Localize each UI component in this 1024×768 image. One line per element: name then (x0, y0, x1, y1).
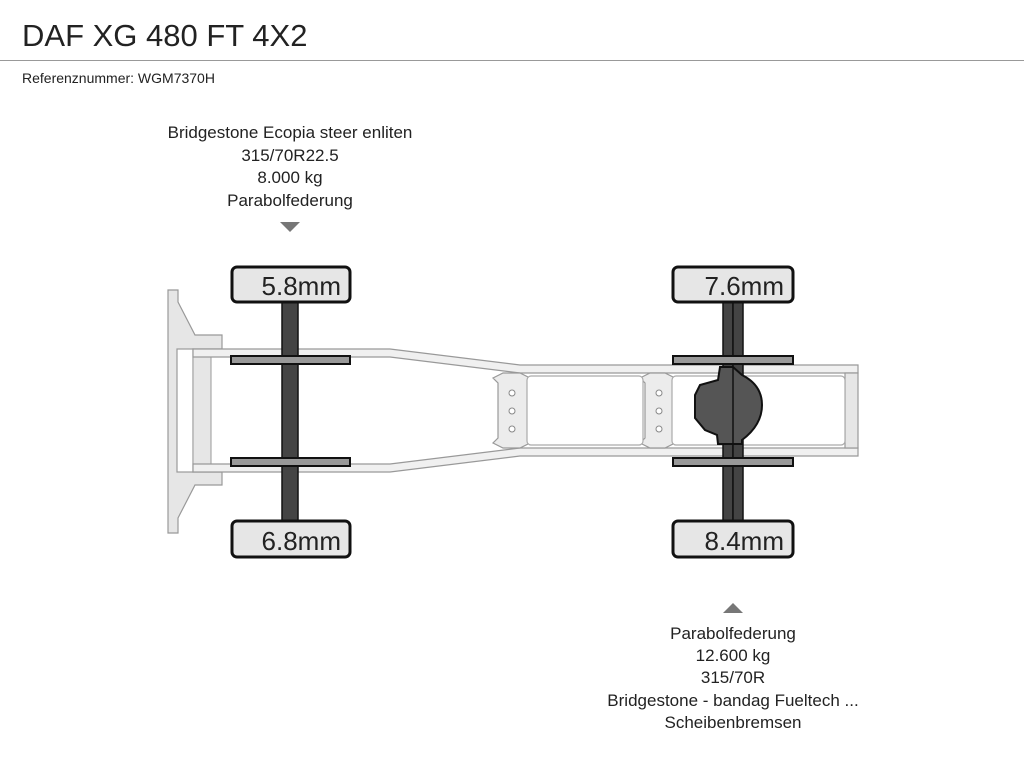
tire-front-right: 6.8mm (230, 519, 352, 559)
differential (694, 366, 764, 445)
rear-info-line: 12.600 kg (696, 646, 771, 665)
page-title: DAF XG 480 FT 4X2 (22, 18, 308, 53)
rear-info-line: Scheibenbremsen (664, 713, 801, 732)
front-info-line: 315/70R22.5 (241, 146, 338, 165)
front-info-line: Bridgestone Ecopia steer enliten (168, 123, 413, 142)
reference-number: Referenznummer: WGM7370H (22, 70, 215, 86)
tread-depth: 8.4mm (705, 526, 784, 556)
tread-depth: 7.6mm (705, 271, 784, 301)
rear-info-line: Parabolfederung (670, 624, 796, 643)
arrow-down-icon (280, 222, 300, 232)
frame-holes (508, 389, 663, 433)
tire-rear-right: 8.4mm (671, 519, 795, 559)
rear-info-line: Bridgestone - bandag Fueltech ... (607, 691, 858, 710)
tire-rear-left: 7.6mm (671, 265, 795, 304)
rear-axle-info: Parabolfederung 12.600 kg 315/70R Bridge… (607, 603, 859, 732)
rear-info-line: 315/70R (701, 668, 765, 687)
front-info-line: Parabolfederung (227, 191, 353, 210)
arrow-up-icon (723, 603, 743, 613)
tread-depth: 6.8mm (262, 526, 341, 556)
rear-axle (672, 299, 794, 523)
tire-front-left: 5.8mm (230, 265, 352, 304)
tread-depth: 5.8mm (262, 271, 341, 301)
front-axle-info: Bridgestone Ecopia steer enliten 315/70R… (168, 123, 413, 232)
front-info-line: 8.000 kg (257, 168, 322, 187)
front-axle (230, 299, 351, 523)
divider (0, 60, 1024, 61)
